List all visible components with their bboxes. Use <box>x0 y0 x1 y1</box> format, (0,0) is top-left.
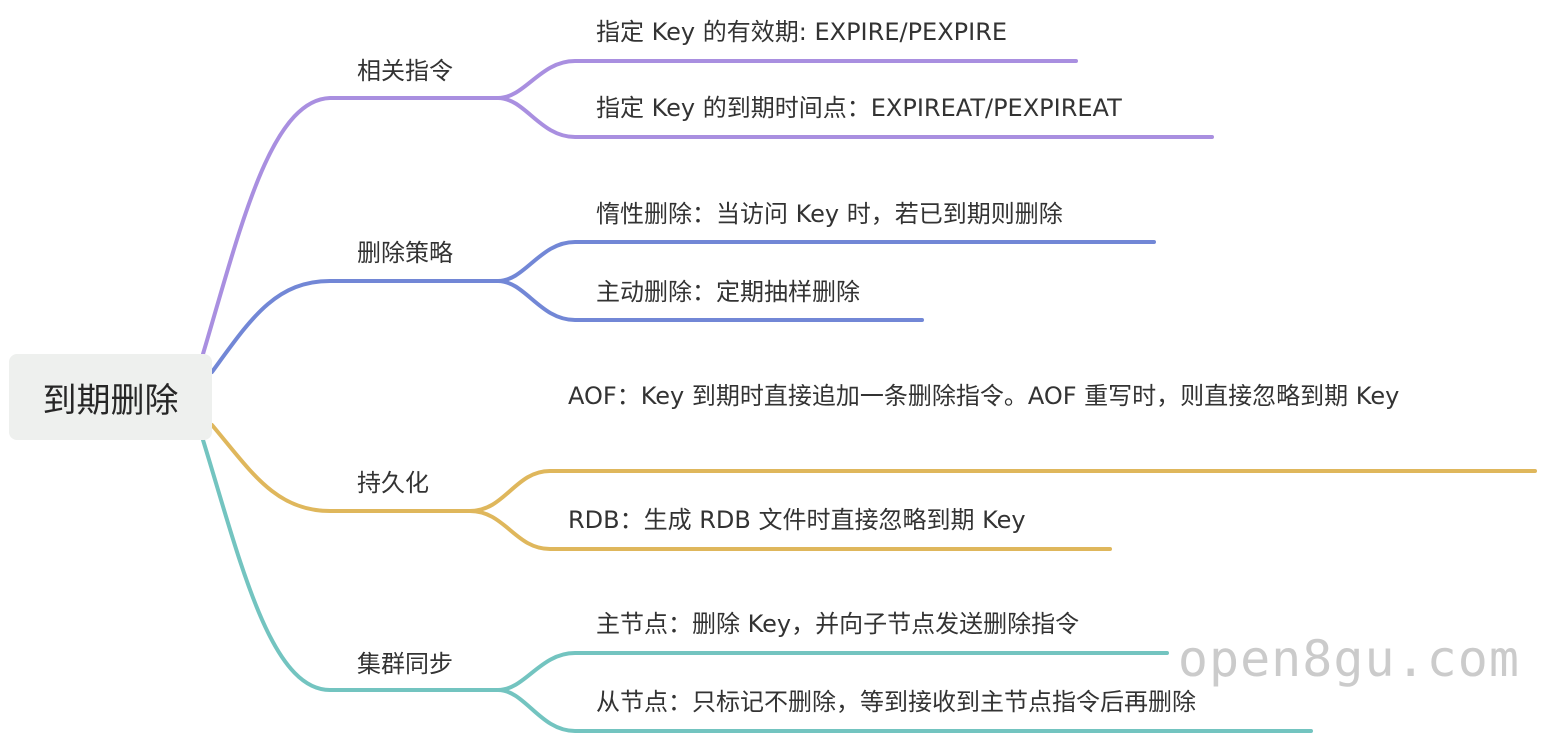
watermark: open8gu.com <box>1177 630 1520 688</box>
edge-branch-3-leaf-1 <box>468 469 1537 513</box>
branch-2-label[interactable]: 删除策略 <box>357 239 453 267</box>
edge-branch-1-leaf-1 <box>496 59 1078 100</box>
branch-3-leaf-1-label[interactable]: AOF：Key 到期时直接追加一条删除指令。AOF 重写时，则直接忽略到期 Ke… <box>568 382 1400 410</box>
root-node[interactable]: 到期删除 <box>9 354 212 440</box>
branch-1-leaf-2-label[interactable]: 指定 Key 的到期时间点：EXPIREAT/PEXPIREAT <box>596 94 1122 122</box>
edge-root-to-branch-3 <box>210 423 472 513</box>
edge-root-to-branch-2 <box>210 279 500 374</box>
branch-4-leaf-1-label[interactable]: 主节点：删除 Key，并向子节点发送删除指令 <box>596 610 1080 638</box>
edge-branch-2-leaf-2 <box>496 279 924 322</box>
edge-branch-4-leaf-1 <box>496 651 1169 692</box>
branch-1-leaf-1-label[interactable]: 指定 Key 的有效期: EXPIRE/PEXPIRE <box>596 18 1008 46</box>
edge-branch-4-leaf-2 <box>496 688 1313 733</box>
branch-2-leaf-1-label[interactable]: 惰性删除：当访问 Key 时，若已到期则删除 <box>596 200 1063 228</box>
edge-root-to-branch-1 <box>201 96 500 356</box>
branch-3-label[interactable]: 持久化 <box>357 469 429 497</box>
edge-branch-1-leaf-2 <box>496 96 1214 139</box>
branch-1-label[interactable]: 相关指令 <box>357 57 453 85</box>
root-node-label: 到期删除 <box>42 380 179 421</box>
edge-root-to-branch-4 <box>201 438 500 692</box>
edge-branch-3-leaf-2 <box>468 509 1112 551</box>
branch-3-leaf-2-label[interactable]: RDB：生成 RDB 文件时直接忽略到期 Key <box>568 506 1026 534</box>
branch-2-leaf-2-label[interactable]: 主动删除：定期抽样删除 <box>596 278 860 306</box>
edge-branch-2-leaf-1 <box>496 240 1156 283</box>
branch-4-leaf-2-label[interactable]: 从节点：只标记不删除，等到接收到主节点指令后再删除 <box>596 688 1196 716</box>
branch-4-label[interactable]: 集群同步 <box>357 650 453 678</box>
